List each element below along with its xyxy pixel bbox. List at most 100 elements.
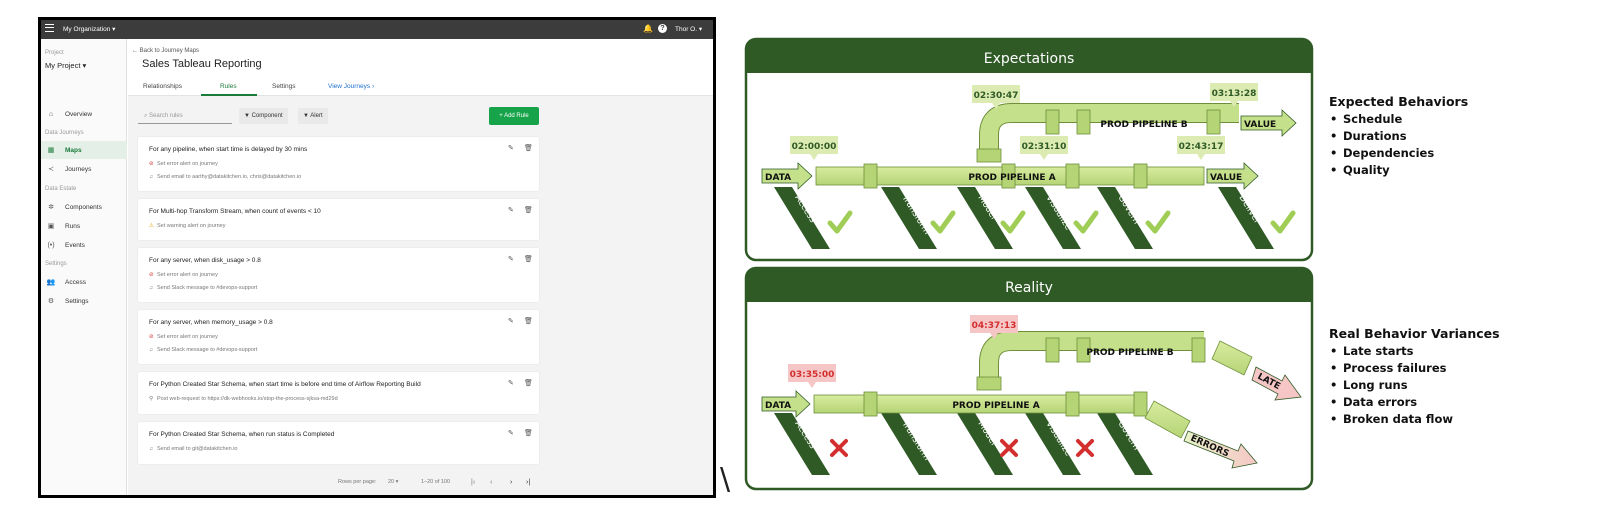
- delete-icon[interactable]: 🗑: [524, 145, 533, 152]
- section-data-journeys: Data Journeys: [45, 130, 84, 136]
- map-icon: ▦: [47, 147, 55, 154]
- tab-view-journeys[interactable]: View Journeys ›: [328, 83, 375, 90]
- edit-icon[interactable]: ✎: [508, 207, 514, 214]
- time-label: 03:35:00: [790, 370, 835, 380]
- sidebar-item-maps[interactable]: ▦ Maps: [41, 141, 127, 159]
- delete-icon[interactable]: 🗑: [524, 380, 533, 387]
- edit-icon[interactable]: ✎: [508, 430, 514, 437]
- stage-bar: [1097, 413, 1153, 475]
- edit-icon[interactable]: ✎: [508, 145, 514, 152]
- rule-action-text: Set error alert on journey: [157, 334, 218, 340]
- check-icon: [1073, 210, 1099, 234]
- sidebar-item-components[interactable]: ✲ Components: [41, 198, 127, 216]
- share-icon: ≺: [48, 166, 54, 173]
- rule-action-text: Send Slack message to #devops-support: [157, 285, 258, 291]
- next-page-icon[interactable]: ›: [510, 479, 513, 486]
- main-panel: ← Back to Journey Maps Sales Tableau Rep…: [128, 39, 713, 495]
- last-page-icon[interactable]: ›|: [526, 479, 531, 486]
- sidebar-item-label: Access: [65, 278, 86, 286]
- menu-icon[interactable]: [45, 24, 54, 32]
- rule-action: ⊘Set error alert on journey: [149, 334, 218, 340]
- sidebar-item-runs[interactable]: ▣ Runs: [41, 217, 127, 235]
- list-item: Durations: [1329, 128, 1468, 145]
- stage-bars: [774, 413, 1153, 475]
- events-icon: (•): [47, 241, 55, 249]
- sidebar-item-access[interactable]: 👥 Access: [41, 273, 127, 291]
- rule-card[interactable]: For Python Created Star Schema, when run…: [138, 422, 539, 464]
- user-menu[interactable]: Thor O. ▾: [675, 26, 703, 33]
- back-link-label: Back to Journey Maps: [139, 48, 200, 54]
- rule-action: ♫Send Slack message to #devops-support: [149, 285, 257, 291]
- rule-card[interactable]: For any server, when memory_usage > 0.8 …: [138, 310, 539, 364]
- delete-icon[interactable]: 🗑: [524, 207, 533, 214]
- rows-per-page-select[interactable]: 20 ▾: [388, 479, 399, 485]
- section-settings: Settings: [45, 261, 67, 267]
- time-callouts: 02:30:47 03:13:28 02:00:00 02:31:10 02:4…: [790, 83, 1258, 160]
- tab-bar: Relationships Rules Settings View Journe…: [128, 79, 713, 96]
- value-arrow-b: [1240, 109, 1297, 137]
- rule-card[interactable]: For any pipeline, when start time is del…: [138, 137, 539, 191]
- expectations-header: Expectations: [984, 51, 1075, 67]
- delete-icon[interactable]: 🗑: [524, 430, 533, 437]
- component-filter-button[interactable]: ▼ Component: [239, 108, 288, 124]
- edit-icon[interactable]: ✎: [508, 256, 514, 263]
- app-screenshot: My Organization ▾ 🔔 ? Thor O. ▾ Project …: [38, 17, 716, 498]
- help-icon[interactable]: ?: [658, 24, 667, 33]
- stage-bar: [774, 187, 830, 249]
- pipeline-b: [980, 332, 1204, 377]
- alert-filter-label: Alert: [310, 113, 323, 119]
- bell-icon[interactable]: 🔔: [643, 24, 653, 33]
- data-label: DATA: [765, 173, 791, 183]
- sidebar-item-events[interactable]: (•) Events: [41, 236, 127, 254]
- error-icon: ⊘: [149, 161, 154, 167]
- list-item: Long runs: [1329, 377, 1500, 394]
- rule-action-text: Set error alert on journey: [157, 161, 218, 167]
- list-item: Schedule: [1329, 111, 1468, 128]
- time-callout: [788, 364, 836, 388]
- prev-page-icon[interactable]: ‹: [490, 479, 493, 486]
- add-rule-button[interactable]: + Add Rule: [489, 107, 539, 125]
- organization-selector[interactable]: My Organization ▾: [63, 26, 116, 33]
- edit-icon[interactable]: ✎: [508, 380, 514, 387]
- rule-card[interactable]: For Python Created Star Schema, when sta…: [138, 372, 539, 414]
- stage-bar: [957, 187, 1013, 249]
- sidebar-item-overview[interactable]: ⌂ Overview: [41, 105, 127, 123]
- time-callout: [1020, 136, 1068, 160]
- delete-icon[interactable]: 🗑: [524, 318, 533, 325]
- edit-icon[interactable]: ✎: [508, 318, 514, 325]
- rows-per-page-label: Rows per page:: [338, 479, 377, 485]
- people-icon: 👥: [46, 279, 56, 286]
- broken-pipe-b: [1211, 340, 1253, 376]
- sidebar-item-label: Runs: [65, 222, 81, 230]
- components-icon: ✲: [48, 204, 54, 211]
- time-label: 02:31:10: [1022, 142, 1067, 152]
- data-arrow: [761, 162, 813, 190]
- alert-filter-button[interactable]: ▼ Alert: [298, 108, 328, 124]
- rule-card[interactable]: For Multi-hop Transform Stream, when cou…: [138, 199, 539, 240]
- pipe-couplings: [976, 109, 1221, 163]
- rule-action-text: Send email to git@datakitchen.io: [157, 446, 238, 452]
- sidebar-item-journeys[interactable]: ≺ Journeys: [41, 160, 127, 178]
- sidebar-item-label: Settings: [65, 297, 89, 305]
- stage-bar: [1218, 187, 1274, 249]
- back-link[interactable]: ← Back to Journey Maps: [132, 48, 199, 54]
- project-selector[interactable]: My Project ▾: [45, 61, 87, 70]
- time-callouts: 04:37:13 03:35:00: [788, 315, 1018, 388]
- rule-card[interactable]: For any server, when disk_usage > 0.8 ⊘S…: [138, 248, 539, 302]
- time-label: 03:13:28: [1212, 89, 1257, 99]
- stage-bars: [774, 187, 1274, 249]
- gear-icon: ⚙: [47, 298, 55, 305]
- rule-action: ⊘Set error alert on journey: [149, 161, 218, 167]
- time-label: 02:30:47: [974, 91, 1019, 101]
- separator-backslash: \: [720, 462, 731, 497]
- first-page-icon[interactable]: |‹: [471, 479, 476, 486]
- tab-rules[interactable]: Rules: [220, 83, 237, 90]
- stage-bar: [1025, 413, 1081, 475]
- delete-icon[interactable]: 🗑: [524, 256, 533, 263]
- search-input[interactable]: ⌕ Search rules: [138, 108, 232, 124]
- tab-relationships[interactable]: Relationships: [143, 83, 183, 90]
- tab-settings[interactable]: Settings: [272, 83, 296, 90]
- rule-action-text: Send Slack message to #devops-support: [157, 347, 258, 353]
- sidebar-item-settings[interactable]: ⚙ Settings: [41, 292, 127, 310]
